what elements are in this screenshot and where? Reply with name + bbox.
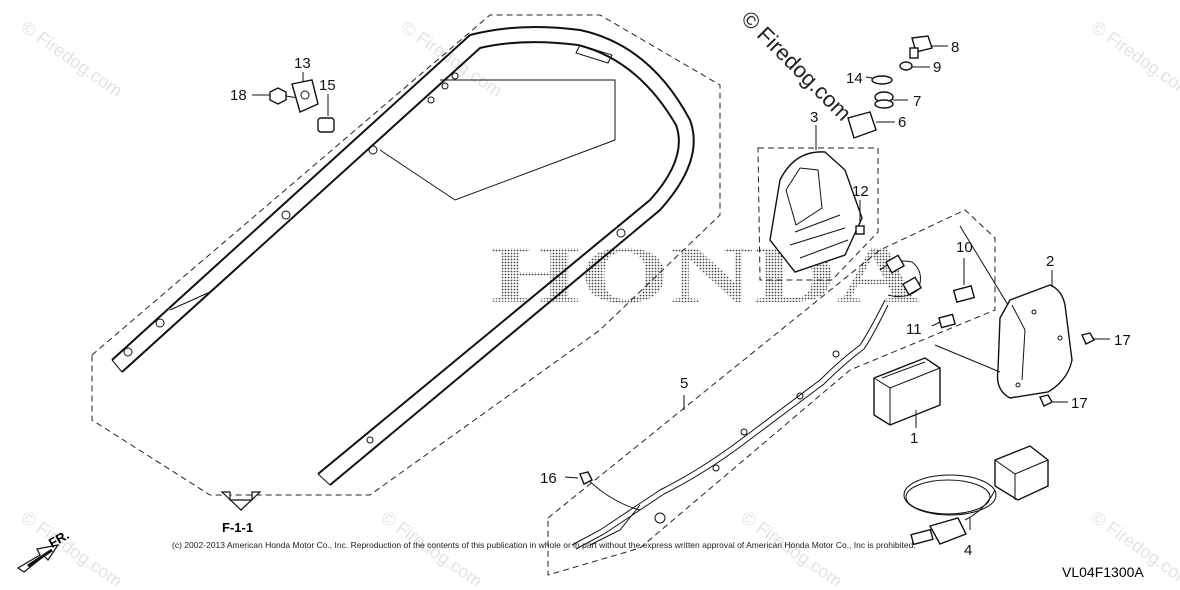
callout-6: 6: [898, 114, 906, 131]
callout-18: 18: [230, 87, 247, 104]
callout-5: 5: [680, 375, 688, 392]
wire-harness: [564, 254, 923, 550]
callout-13: 13: [294, 55, 311, 72]
brand-watermark: HONDA: [490, 229, 920, 320]
callout-15: 15: [319, 77, 336, 94]
diagram-code: VL04F1300A: [1062, 564, 1144, 580]
callout-14: 14: [846, 70, 863, 87]
watermark-text: © Firedog.com: [1088, 17, 1180, 101]
battery: [873, 357, 941, 428]
copyright-notice: (c) 2002-2013 American Honda Motor Co., …: [172, 540, 916, 550]
callout-12: 12: [852, 183, 869, 200]
callout-16: 16: [540, 470, 557, 487]
bolt-bracket-group: [252, 72, 335, 133]
key-switch-group: [847, 35, 948, 139]
callout-3: 3: [810, 109, 818, 126]
watermark-text: © Firedog.com: [398, 17, 506, 101]
callouts: 13 18 15 8 9 14 7 6 3 12 10 2 11 17 17 5…: [230, 39, 1131, 559]
watermark-text: © Firedog.com: [18, 17, 126, 101]
callout-9: 9: [933, 59, 941, 76]
callout-1: 1: [910, 430, 918, 447]
watermark-center: © Firedog.com: [736, 6, 856, 126]
terminal-group: [931, 258, 976, 329]
callout-2: 2: [1046, 253, 1054, 270]
harness-outline: [547, 209, 996, 576]
screw-group: [1039, 332, 1110, 407]
handle-pipe: [111, 25, 695, 486]
switch-box: [769, 125, 865, 273]
switch-box-outline: [757, 147, 879, 281]
callout-4: 4: [964, 542, 972, 559]
front-direction-arrow: [16, 544, 60, 573]
reference-label: F-1-1: [222, 520, 253, 535]
reference-arrow: [220, 491, 262, 511]
callout-17-top: 17: [1114, 332, 1131, 349]
battery-charger: [903, 445, 1049, 546]
callout-10: 10: [956, 239, 973, 256]
battery-cover: [934, 225, 1073, 399]
callout-7: 7: [913, 93, 921, 110]
watermark-text: © Firedog.com: [18, 507, 126, 590]
callout-11: 11: [906, 321, 922, 338]
handle-group-outline: [91, 14, 721, 496]
callout-17-bottom: 17: [1071, 395, 1088, 412]
callout-8: 8: [951, 39, 959, 56]
